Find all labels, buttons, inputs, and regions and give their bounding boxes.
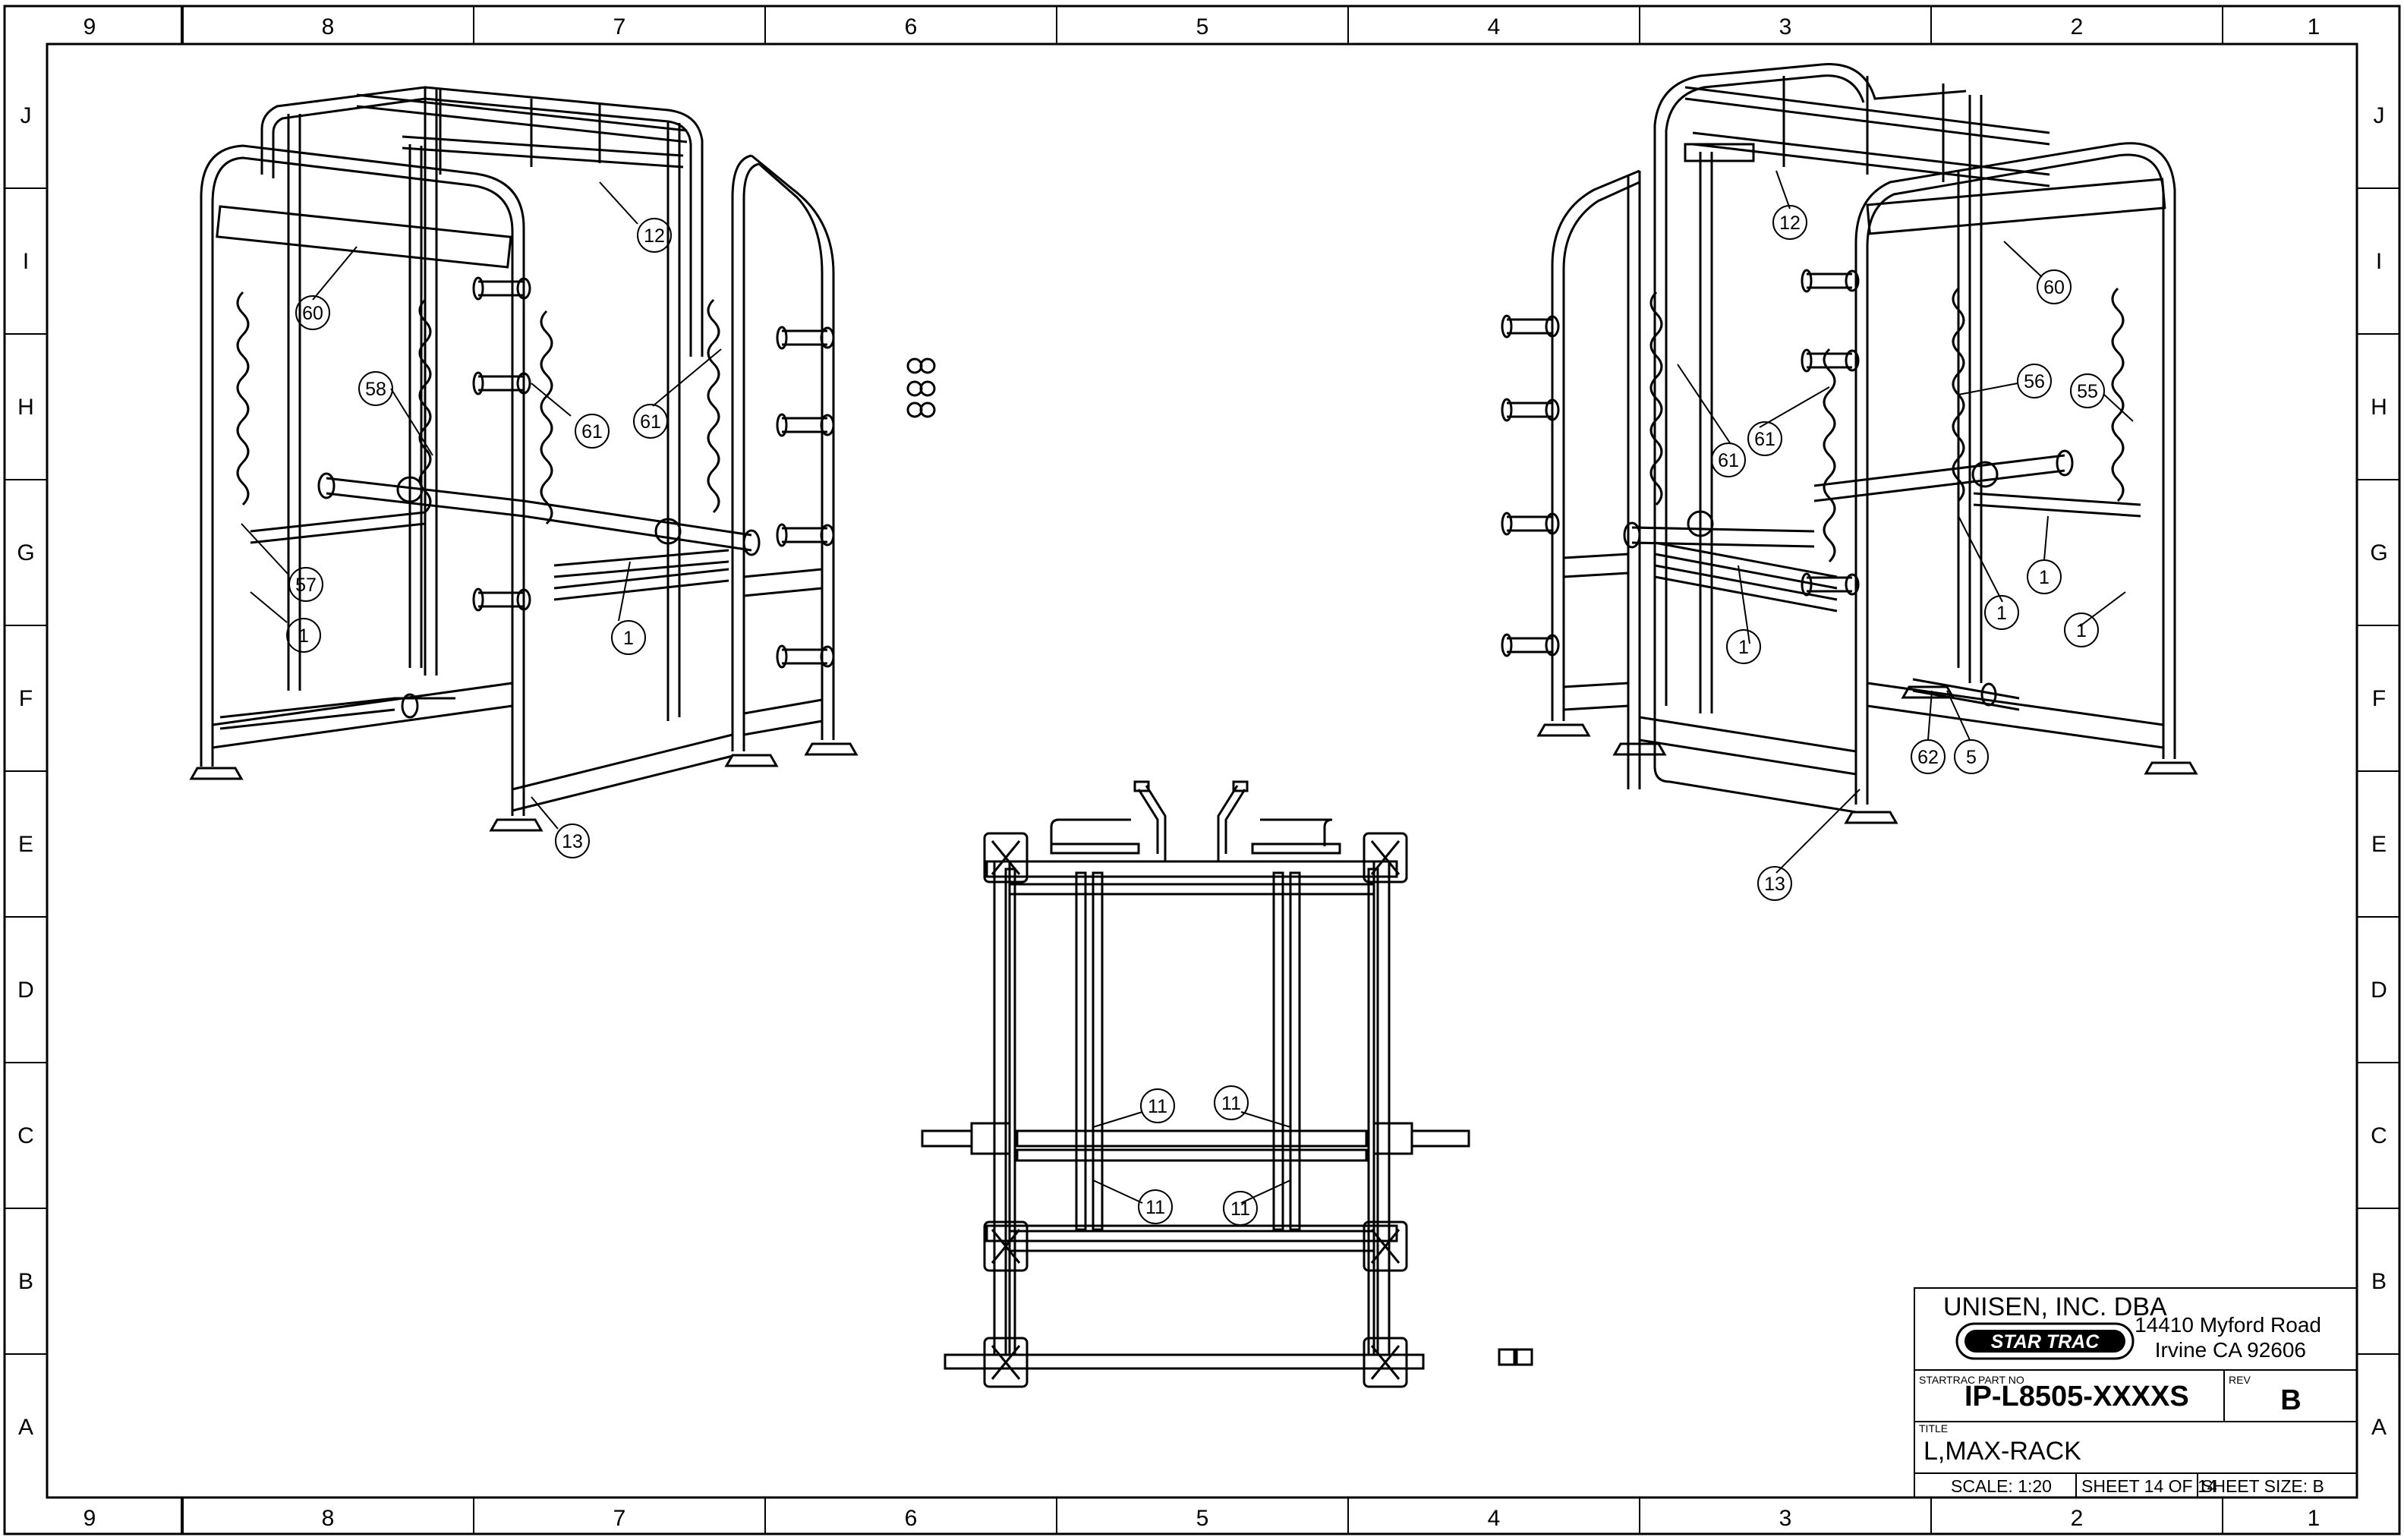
zone-labels-bottom: 9 8 7 6 5 4 3 2 1 xyxy=(83,1506,2321,1531)
callout-left-57: 57 xyxy=(295,575,317,596)
zone-col-4-bottom: 4 xyxy=(1488,1506,1501,1531)
zone-row-f-right: F xyxy=(2372,686,2386,711)
drawing-title: L,MAX-RACK xyxy=(1924,1437,2081,1466)
zone-labels-right: J I H G F E D C B A xyxy=(2370,103,2387,1440)
rev-label: REV xyxy=(2229,1374,2251,1386)
zone-row-h-right: H xyxy=(2371,395,2387,420)
callout-left-58: 58 xyxy=(365,379,386,400)
callout-right-5: 5 xyxy=(1966,747,1977,768)
left-isometric-view xyxy=(190,86,936,832)
sheet-number: SHEET 14 OF 14 xyxy=(2081,1476,2217,1496)
zone-row-d-right: D xyxy=(2371,978,2387,1003)
callout-bottom-11d: 11 xyxy=(1230,1198,1250,1220)
zone-col-3-bottom: 3 xyxy=(1779,1506,1792,1531)
right-callouts: 12 60 56 55 61 61 1 1 1 1 62 5 13 xyxy=(1677,170,2134,901)
zone-col-5: 5 xyxy=(1196,14,1209,39)
zone-col-6: 6 xyxy=(905,14,918,39)
callout-right-61a: 61 xyxy=(1718,450,1739,471)
callout-right-60: 60 xyxy=(2043,277,2065,298)
zone-col-8: 8 xyxy=(322,14,335,39)
callout-bottom-11c: 11 xyxy=(1145,1197,1165,1218)
zone-row-j: J xyxy=(20,103,32,128)
callout-left-1b: 1 xyxy=(623,628,634,649)
callout-right-61b: 61 xyxy=(1754,429,1775,450)
revision: B xyxy=(2280,1384,2301,1416)
callout-right-13: 13 xyxy=(1764,874,1785,895)
zone-row-d: D xyxy=(17,978,34,1003)
top-view xyxy=(921,780,1533,1388)
callout-left-1a: 1 xyxy=(298,625,309,647)
zone-row-b-right: B xyxy=(2371,1269,2387,1294)
part-no-label: STARTRAC PART NO xyxy=(1919,1374,2024,1386)
callout-right-1c: 1 xyxy=(2039,567,2050,588)
address-line-2: Irvine CA 92606 xyxy=(2155,1338,2306,1362)
title-label: TITLE xyxy=(1919,1422,1948,1434)
zone-row-a-right: A xyxy=(2371,1415,2387,1440)
scale-text: SCALE: 1:20 xyxy=(1951,1476,2052,1496)
zone-col-9-bottom: 9 xyxy=(83,1506,96,1531)
zone-col-4: 4 xyxy=(1488,14,1501,39)
callout-left-12: 12 xyxy=(644,225,665,247)
callout-right-1d: 1 xyxy=(2076,620,2087,641)
zone-row-f: F xyxy=(19,686,33,711)
callout-bottom-11a: 11 xyxy=(1148,1096,1167,1117)
zone-row-b: B xyxy=(18,1269,33,1294)
zone-col-1: 1 xyxy=(2308,14,2321,39)
zone-row-c: C xyxy=(17,1123,34,1148)
zone-row-h: H xyxy=(17,395,34,420)
callout-right-62: 62 xyxy=(1917,747,1939,768)
svg-text:STAR TRAC: STAR TRAC xyxy=(1991,1331,2100,1353)
title-block: UNISEN, INC. DBA STAR TRAC 14410 Myford … xyxy=(1914,1287,2358,1498)
zone-col-1-bottom: 1 xyxy=(2308,1506,2321,1531)
zone-col-9: 9 xyxy=(83,14,96,39)
zone-row-j-right: J xyxy=(2374,103,2385,128)
zone-row-e-right: E xyxy=(2371,832,2387,857)
zone-row-g-right: G xyxy=(2370,540,2387,565)
company-name: UNISEN, INC. DBA xyxy=(1943,1293,2167,1321)
zone-col-2: 2 xyxy=(2071,14,2084,39)
top-view-callouts: 11 11 11 11 xyxy=(1092,1085,1291,1226)
part-number: IP-L8505-XXXXS xyxy=(1964,1381,2189,1412)
right-isometric-view xyxy=(1501,63,2198,824)
callout-right-55: 55 xyxy=(2077,381,2098,402)
zone-labels-left: J I H G F E D C B A xyxy=(17,103,34,1440)
zone-row-c-right: C xyxy=(2371,1123,2387,1148)
zone-row-i-right: I xyxy=(2376,249,2382,274)
callout-left-61b: 61 xyxy=(640,411,661,433)
zone-row-a: A xyxy=(18,1415,33,1440)
zone-row-g: G xyxy=(17,540,34,565)
zone-labels-top: 9 8 7 6 5 4 3 2 1 xyxy=(83,14,2321,39)
zone-row-i: I xyxy=(23,249,29,274)
zone-col-7: 7 xyxy=(613,14,626,39)
star-trac-logo: STAR TRAC xyxy=(1955,1322,2135,1360)
zone-col-2-bottom: 2 xyxy=(2071,1506,2084,1531)
left-callouts: 12 60 58 61 61 57 1 1 13 xyxy=(241,181,722,858)
zone-col-6-bottom: 6 xyxy=(905,1506,918,1531)
callout-left-61a: 61 xyxy=(581,421,603,442)
callout-bottom-11b: 11 xyxy=(1221,1093,1241,1114)
sheet-size: SHEET SIZE: B xyxy=(2201,1476,2324,1496)
callout-right-1b: 1 xyxy=(1996,603,2007,624)
zone-row-e: E xyxy=(18,832,33,857)
sheet-border xyxy=(3,5,2401,1535)
callout-left-13: 13 xyxy=(562,831,583,852)
zone-col-3: 3 xyxy=(1779,14,1792,39)
address-line-1: 14410 Myford Road xyxy=(2135,1313,2321,1337)
callout-right-12: 12 xyxy=(1779,213,1801,234)
zone-col-7-bottom: 7 xyxy=(613,1506,626,1531)
zone-col-8-bottom: 8 xyxy=(322,1506,335,1531)
zone-col-5-bottom: 5 xyxy=(1196,1506,1209,1531)
callout-right-1a: 1 xyxy=(1738,637,1749,658)
callout-left-60: 60 xyxy=(302,303,323,324)
callout-right-56: 56 xyxy=(2024,371,2045,392)
